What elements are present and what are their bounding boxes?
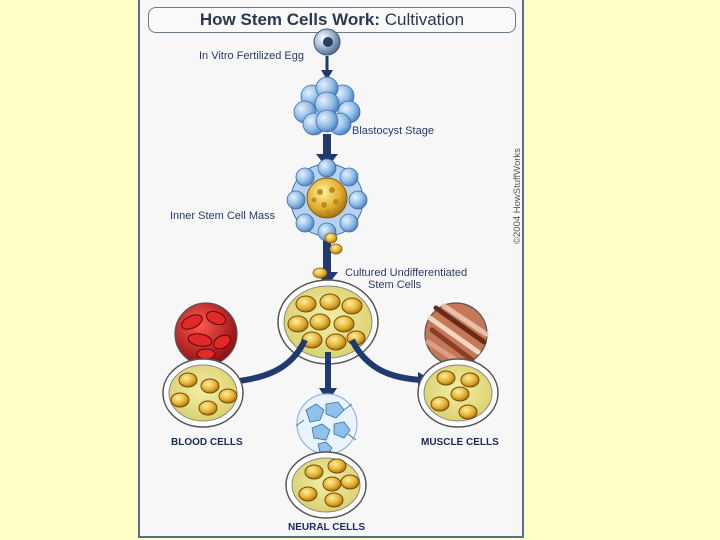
caption-muscle-cells: MUSCLE CELLS — [421, 437, 499, 448]
title-rest: Cultivation — [380, 10, 465, 29]
caption-blood-cells: BLOOD CELLS — [171, 437, 243, 448]
label-cultured-line2: Stem Cells — [368, 279, 422, 291]
caption-neural-cells: NEURAL CELLS — [288, 522, 366, 533]
fertilized-egg — [313, 28, 341, 56]
label-inner-mass: Inner Stem Cell Mass — [170, 210, 276, 222]
label-blastocyst: Blastocyst Stage — [352, 125, 434, 137]
page-title: How Stem Cells Work: Cultivation — [148, 7, 516, 33]
inner-cell-mass — [286, 158, 368, 242]
muscle-cells-image — [424, 302, 489, 367]
culture-dish-central — [277, 279, 379, 365]
copyright-notice: ©2004 HowStuffWorks — [512, 148, 523, 244]
neural-cells-image — [295, 393, 358, 455]
dish-muscle-cells — [417, 358, 499, 428]
arrow-egg-to-blastocyst — [321, 56, 333, 80]
blood-cells-image — [174, 302, 238, 366]
title-bold: How Stem Cells Work: — [199, 10, 380, 29]
label-egg: In Vitro Fertilized Egg — [199, 50, 304, 62]
migrating-stem-cells — [312, 232, 343, 279]
blastocyst-cluster — [293, 76, 361, 136]
label-cultured-line1: Cultured Undifferentiated — [345, 267, 468, 279]
dish-blood-cells — [162, 358, 244, 428]
dish-neural-cells — [285, 451, 367, 519]
